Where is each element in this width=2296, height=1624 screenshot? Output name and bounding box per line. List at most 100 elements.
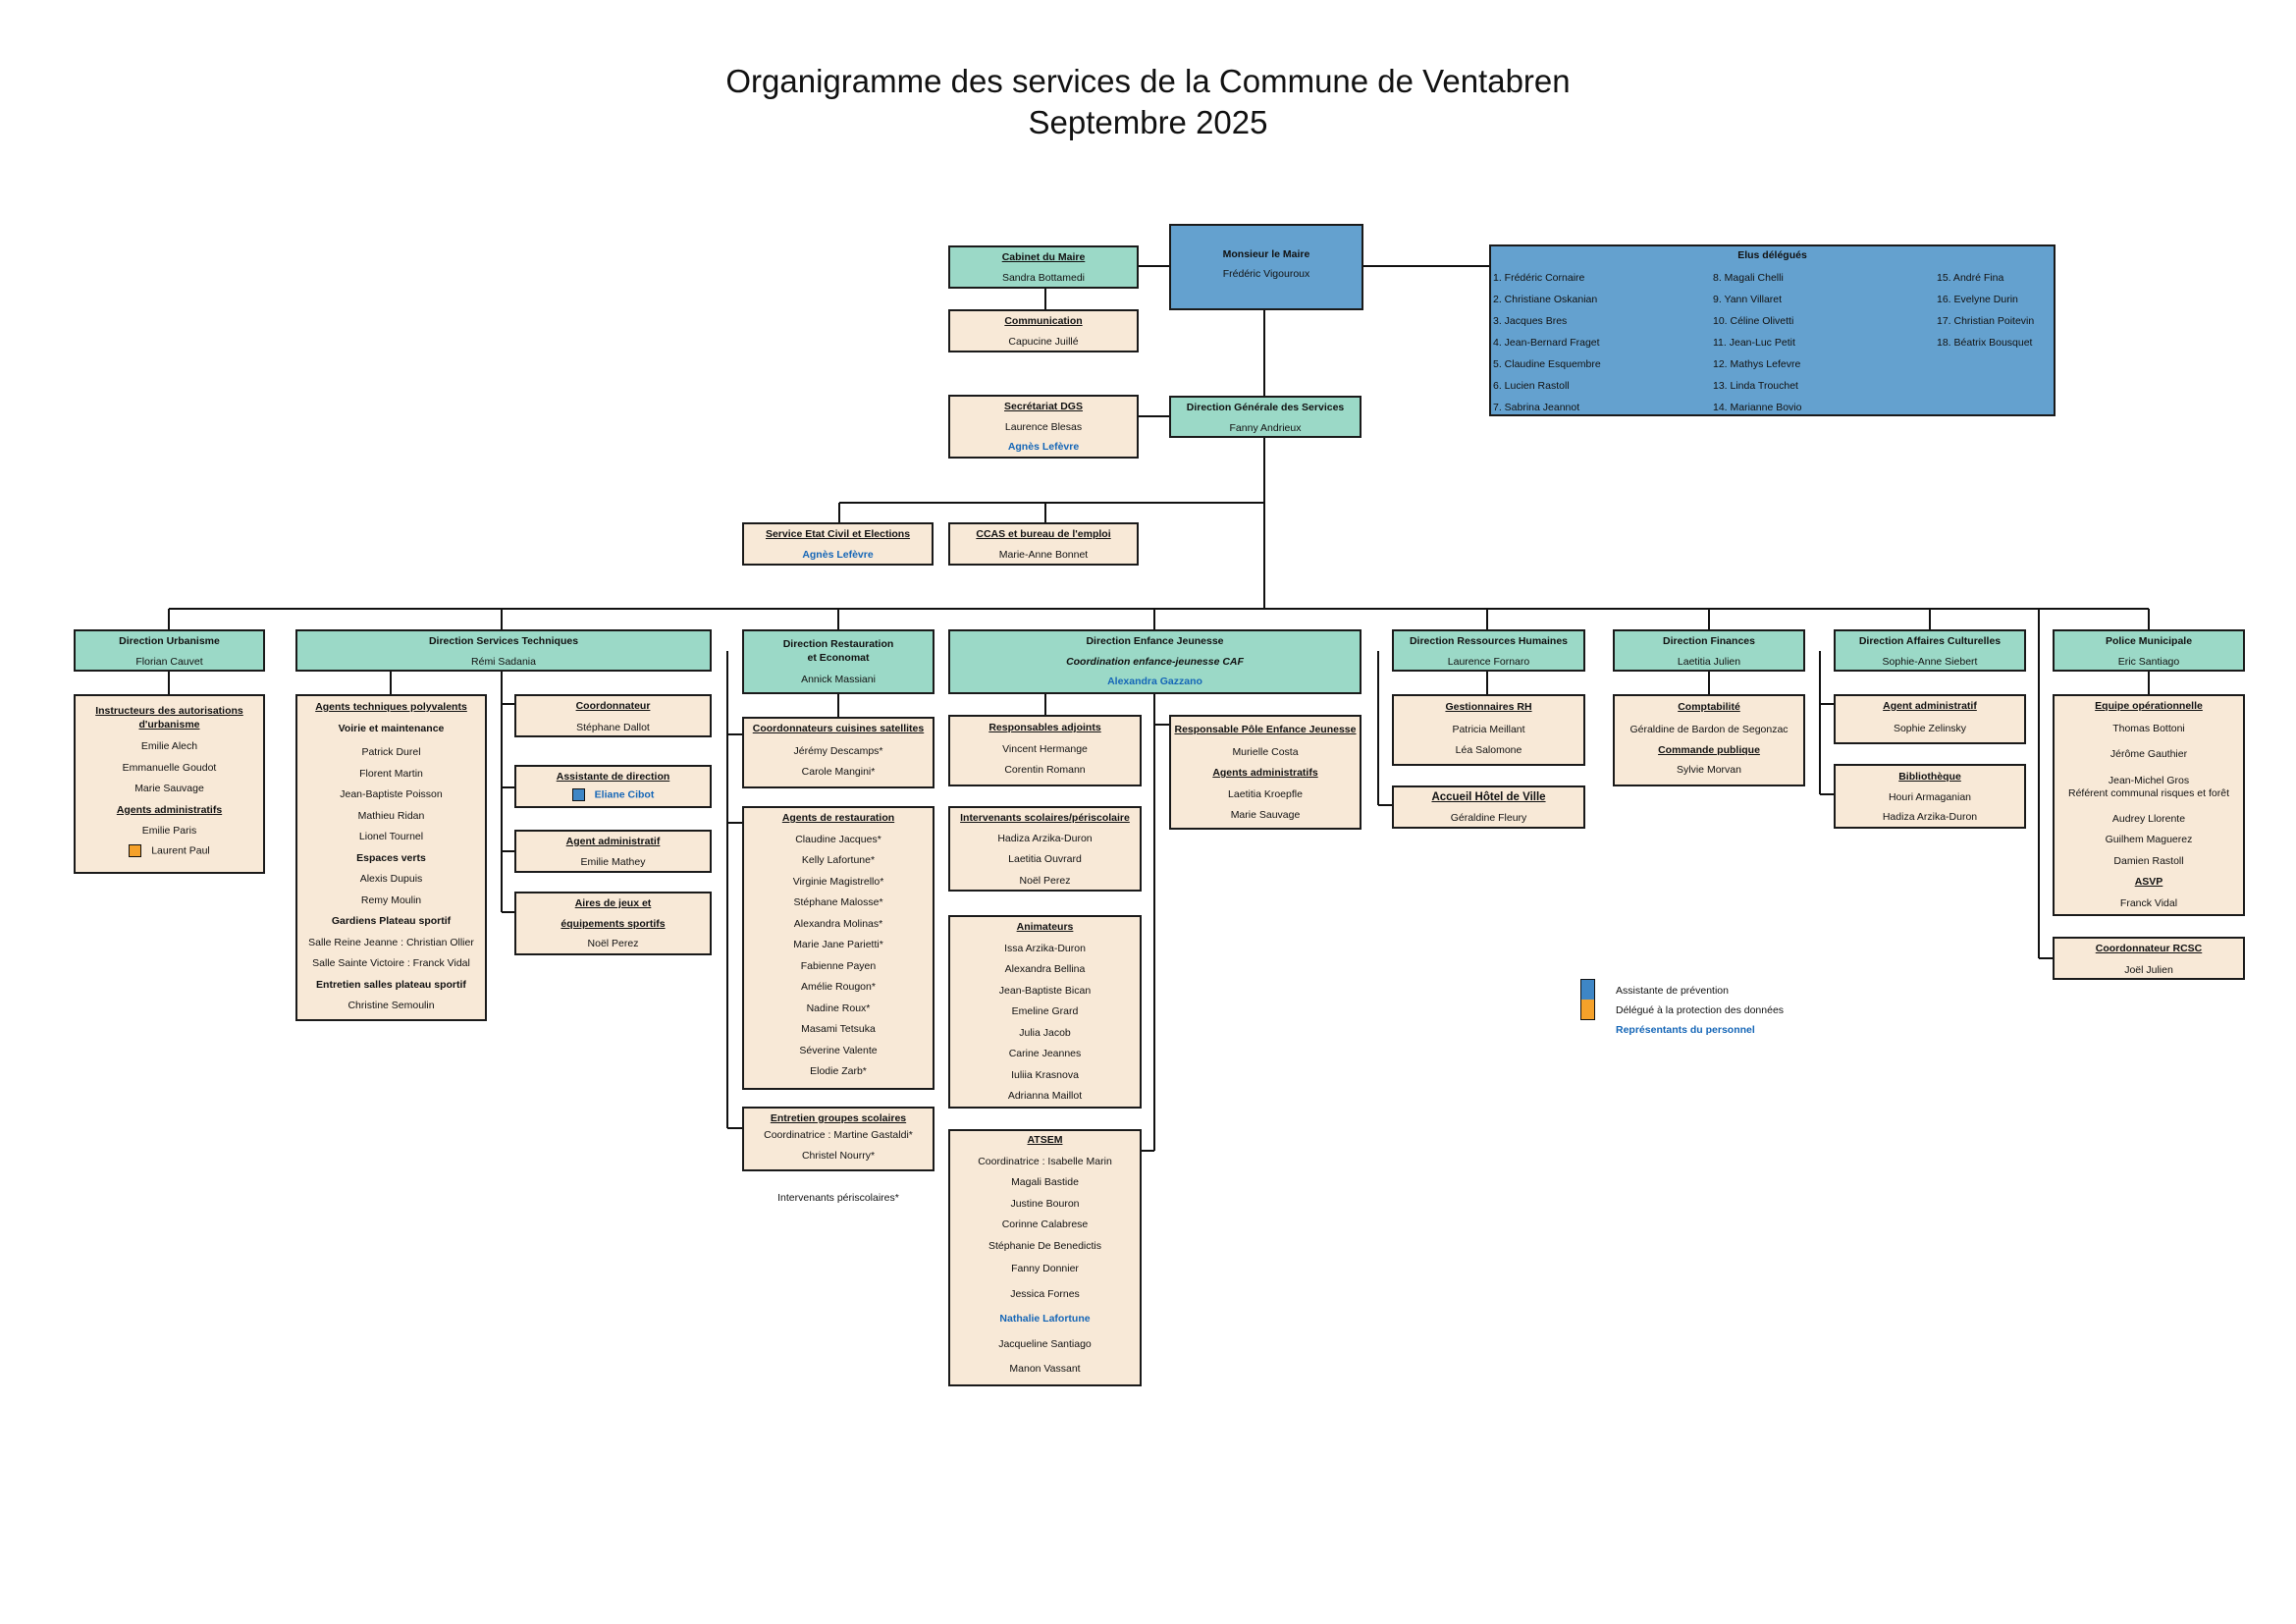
culture-box: Direction Affaires Culturelles Sophie-An… — [1834, 629, 2026, 672]
agent-restauration: Claudine Jacques* — [795, 833, 881, 845]
voirie-agent: Florent Martin — [359, 767, 423, 780]
urbanisme-name: Florian Cauvet — [135, 655, 203, 668]
chart-title: Organigramme des services de la Commune … — [725, 63, 1571, 99]
voirie-agent: Patrick Durel — [361, 746, 421, 758]
culture-agent-name: Sophie Zelinsky — [1893, 722, 1967, 734]
gestionnaires-rh-box: Gestionnaires RH Patricia Meillant Léa S… — [1392, 694, 1585, 766]
atsem-agent: Manon Vassant — [1009, 1363, 1081, 1375]
aires-jeux-title: Aires de jeux et — [574, 897, 652, 909]
animateurs-box: Animateurs Issa Arzika-Duron Alexandra B… — [948, 915, 1142, 1109]
etat-civil-title: Service Etat Civil et Elections — [765, 528, 911, 540]
atsem-agent: Corinne Calabrese — [1001, 1218, 1089, 1230]
animateur: Iuliia Krasnova — [1011, 1068, 1079, 1081]
responsable-adjoint: Corentin Romann — [1004, 764, 1086, 776]
animateur: Issa Arzika-Duron — [1004, 942, 1086, 954]
accueil-title: Accueil Hôtel de Ville — [1431, 791, 1546, 803]
elus-item: 11. Jean-Luc Petit — [1713, 337, 1795, 349]
atsem-rep: Nathalie Lafortune — [999, 1313, 1091, 1325]
assistante-direction-box: Assistante de direction Eliane Cibot — [514, 765, 712, 808]
assistante-direction-title: Assistante de direction — [556, 771, 670, 783]
bibliotheque-agent: Hadiza Arzika-Duron — [1882, 811, 1978, 823]
technique-agents-box: Agents techniques polyvalents Voirie et … — [295, 694, 487, 1021]
atsem-agent: Jessica Fornes — [1010, 1287, 1080, 1300]
urbanisme-instructeurs-title: Instructeurs des autorisations — [95, 705, 243, 717]
voirie-title: Voirie et maintenance — [338, 722, 445, 734]
comptabilite-name: Géraldine de Bardon de Segonzac — [1629, 723, 1789, 735]
aires-jeux-name: Noël Perez — [587, 938, 639, 949]
maire-title: Monsieur le Maire — [1222, 248, 1310, 260]
urbanisme-instructeur: Marie Sauvage — [134, 783, 204, 794]
secretariat-rep: Agnès Lefèvre — [1007, 441, 1080, 453]
animateur: Julia Jacob — [1019, 1026, 1071, 1039]
coordonnateur-name: Stéphane Dallot — [576, 721, 650, 733]
assistante-direction-name: Eliane Cibot — [594, 787, 655, 800]
animateur: Emeline Grard — [1011, 1005, 1079, 1017]
atsem-agent: Coordinatrice : Isabelle Marin — [978, 1155, 1112, 1167]
finances-name: Laetitia Julien — [1677, 655, 1741, 668]
pole-enfance-title: Responsable Pôle Enfance Jeunesse — [1174, 724, 1357, 735]
police-title: Police Municipale — [2105, 635, 2193, 647]
animateur: Carine Jeannes — [1008, 1048, 1082, 1059]
secretariat-title: Secrétariat DGS — [1004, 401, 1083, 412]
ccas-name: Marie-Anne Bonnet — [998, 548, 1089, 561]
entretien-groupes-title: Entretien groupes scolaires — [770, 1112, 907, 1124]
espaces-verts-title: Espaces verts — [356, 851, 426, 864]
legend-prevention-swatch — [1581, 980, 1594, 1000]
enfance-agents-title: Agents administratifs — [1212, 767, 1318, 779]
agent-administratif-box: Agent administratif Emilie Mathey — [514, 830, 712, 873]
police-name: Eric Santiago — [2117, 655, 2180, 668]
legend-prevention-label: Assistante de prévention — [1616, 985, 1729, 997]
animateur: Alexandra Bellina — [1004, 963, 1086, 975]
enfance-box: Direction Enfance Jeunesse Coordination … — [948, 629, 1362, 694]
technique-title: Direction Services Techniques — [428, 635, 579, 647]
culture-agent-box: Agent administratif Sophie Zelinsky — [1834, 694, 2026, 744]
elus-item: 6. Lucien Rastoll — [1493, 380, 1570, 392]
legend-representants-label: Représentants du personnel — [1616, 1024, 1755, 1036]
espaces-verts-agent: Alexis Dupuis — [359, 873, 423, 885]
agent-restauration: Kelly Lafortune* — [801, 854, 876, 866]
animateurs-title: Animateurs — [1016, 921, 1074, 933]
bibliotheque-title: Bibliothèque — [1898, 771, 1961, 783]
urbanisme-box: Direction Urbanisme Florian Cauvet — [74, 629, 265, 672]
maire-name: Frédéric Vigouroux — [1222, 267, 1310, 280]
police-agent: Damien Rastoll — [2113, 854, 2184, 867]
culture-agent-title: Agent administratif — [1883, 700, 1977, 712]
enfance-rep: Alexandra Gazzano — [1107, 676, 1202, 687]
technique-agents-title: Agents techniques polyvalents — [315, 701, 467, 713]
elus-item: 13. Linda Trouchet — [1713, 380, 1798, 392]
intervenant: Noël Perez — [1019, 874, 1071, 887]
periscolaire-note: Intervenants périscolaires* — [777, 1192, 899, 1204]
comptabilite-title: Comptabilité — [1678, 701, 1740, 713]
gestionnaire-rh: Patricia Meillant — [1452, 723, 1525, 735]
communication-box: Communication Capucine Juillé — [948, 309, 1139, 352]
intervenant: Hadiza Arzika-Duron — [997, 832, 1093, 844]
dgs-name: Fanny Andrieux — [1229, 421, 1302, 434]
urbanisme-instructeur: Emmanuelle Goudot — [122, 761, 217, 774]
rh-title: Direction Ressources Humaines — [1409, 635, 1569, 647]
agent-administratif-name: Emilie Mathey — [580, 855, 646, 868]
responsables-adjoints-box: Responsables adjoints Vincent Hermange C… — [948, 715, 1142, 786]
agent-restauration: Alexandra Molinas* — [793, 917, 883, 930]
finances-box: Direction Finances Laetitia Julien — [1613, 629, 1805, 672]
atsem-agent: Justine Bouron — [1010, 1197, 1080, 1210]
police-agent: Jérôme Gauthier — [2109, 748, 2188, 760]
urbanisme-team-box: Instructeurs des autorisations d'urbanis… — [74, 694, 265, 874]
agent-restauration: Amélie Rougon* — [801, 981, 876, 993]
atsem-title: ATSEM — [1027, 1134, 1063, 1146]
legend-dpo-swatch — [1581, 1000, 1594, 1019]
elus-title: Elus délégués — [1737, 249, 1807, 261]
elus-item: 3. Jacques Bres — [1493, 315, 1568, 327]
animateur: Adrianna Maillot — [1007, 1090, 1083, 1102]
coordonnateur-cuisine: Jérémy Descamps* — [793, 744, 883, 757]
gardien-agent: Salle Sainte Victoire : Franck Vidal — [312, 957, 470, 969]
bibliotheque-agent: Houri Armaganian — [1888, 790, 1972, 803]
coordonnateur-box: Coordonnateur Stéphane Dallot — [514, 694, 712, 737]
voirie-agent: Mathieu Ridan — [357, 809, 425, 822]
equipe-operationnelle-title: Equipe opérationnelle — [2095, 700, 2203, 712]
urbanisme-dpo: Laurent Paul — [151, 843, 210, 856]
cabinet-name: Sandra Bottamedi — [1001, 271, 1086, 284]
elus-item: 17. Christian Poitevin — [1937, 315, 2035, 327]
coordonnateur-cuisine: Carole Mangini* — [801, 766, 876, 778]
elus-item: 5. Claudine Esquembre — [1493, 358, 1601, 370]
